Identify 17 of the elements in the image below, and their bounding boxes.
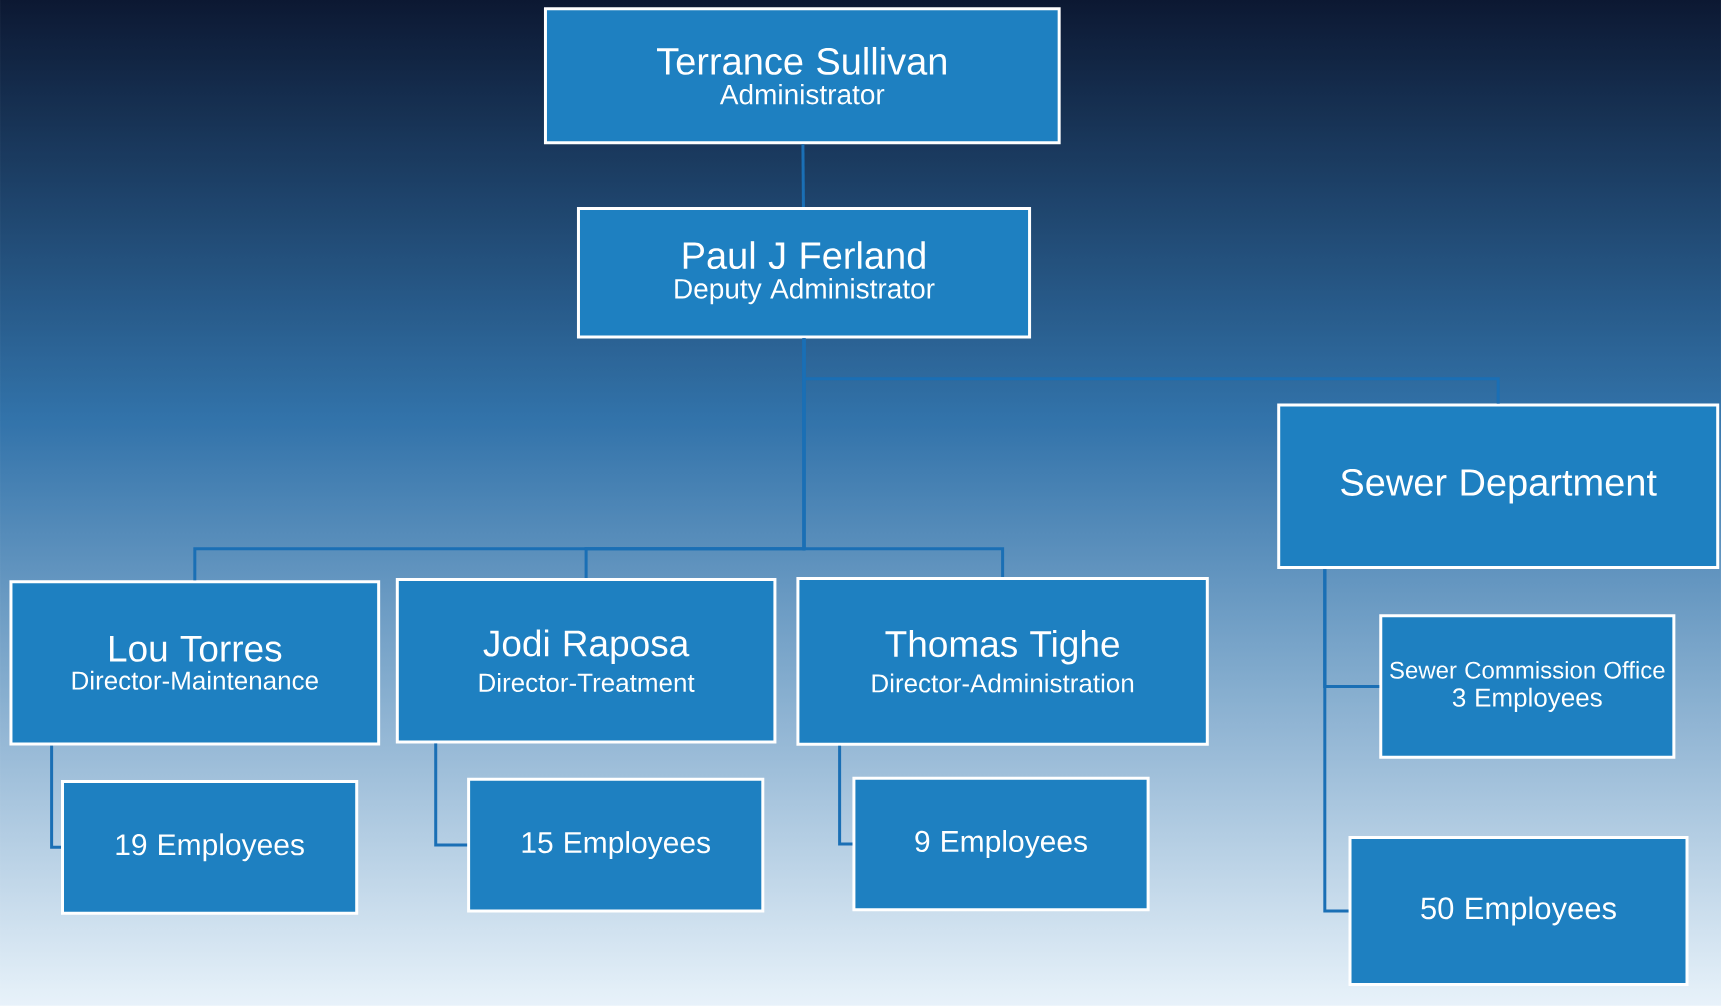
org-box: Lou Torres Director-Maintenance	[9, 580, 381, 746]
org-box: Sewer Department	[1277, 403, 1720, 569]
org-box: 19 Employees	[61, 779, 359, 915]
connector-line	[50, 745, 61, 849]
org-box: Sewer Commission Office 3 Employees	[1379, 614, 1676, 759]
connector-line	[802, 338, 1005, 577]
org-box: Terrance Sullivan Administrator	[543, 7, 1061, 145]
connector-line	[838, 745, 853, 846]
org-box: Thomas Tighe Director-Administration	[796, 576, 1209, 746]
org-box: Jodi Raposa Director-Treatment	[395, 578, 777, 744]
org-box: 15 Employees	[467, 777, 765, 913]
connector-line	[434, 743, 468, 847]
org-box: 50 Employees	[1348, 835, 1689, 987]
connector-line	[801, 144, 805, 207]
org-box: Paul J Ferland Deputy Administrator	[576, 207, 1032, 339]
org-box: 9 Employees	[852, 776, 1150, 912]
connector-line	[1323, 568, 1349, 913]
